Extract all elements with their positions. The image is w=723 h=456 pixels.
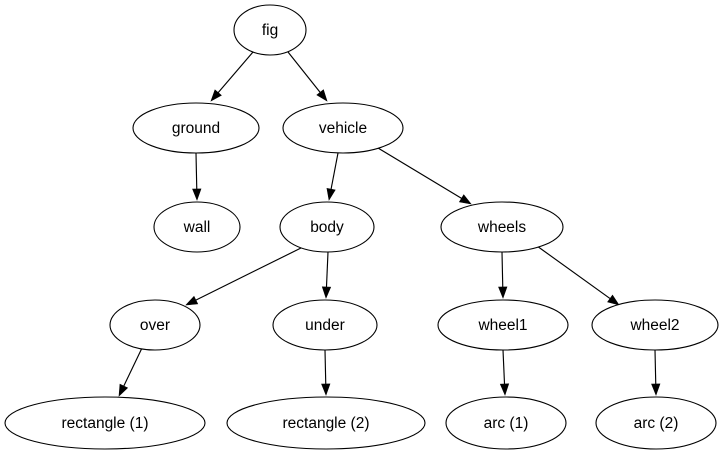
node-label: rectangle (1): [61, 415, 148, 432]
nodes-layer: fig ground vehicle wall body wheels over under w…: [4, 4, 719, 450]
edge-fig-to-vehicle: [287, 51, 328, 102]
edge-over-to-rectangle1: [118, 347, 143, 397]
node-ellipse[interactable]: [595, 396, 717, 450]
arrowhead-icon: [210, 89, 222, 102]
edge-under-to-rectangle2: [321, 349, 331, 396]
node-ellipse[interactable]: [279, 201, 375, 253]
node-label: over: [140, 317, 170, 334]
node-ellipse[interactable]: [4, 396, 206, 450]
edge-line: [536, 245, 611, 300]
arrowhead-icon: [321, 286, 332, 299]
edges-layer: [118, 51, 661, 397]
edge-vehicle-to-body: [326, 152, 339, 201]
graph-node-wheels[interactable]: wheels: [440, 201, 564, 253]
node-label: rectangle (2): [282, 415, 369, 432]
graph-node-rectangle2[interactable]: rectangle (2): [226, 396, 426, 450]
arrowhead-icon: [607, 294, 620, 306]
arrowhead-icon: [651, 383, 661, 396]
edge-line: [654, 349, 657, 385]
edge-vehicle-to-wheels: [377, 147, 472, 205]
node-ellipse[interactable]: [445, 396, 567, 450]
node-label: wheels: [477, 219, 526, 236]
arrowhead-icon: [321, 383, 331, 396]
graph-node-wheel2[interactable]: wheel2: [591, 299, 719, 351]
edge-line: [501, 251, 504, 288]
node-label: fig: [262, 22, 278, 39]
edge-line: [195, 246, 304, 301]
edge-line: [325, 251, 329, 288]
graph-node-wall[interactable]: wall: [153, 201, 241, 253]
edge-body-to-under: [321, 251, 332, 299]
node-label: arc (1): [484, 415, 529, 432]
node-label: wheel2: [629, 317, 679, 334]
graph-node-under[interactable]: under: [272, 299, 378, 351]
edge-line: [217, 51, 254, 94]
edge-line: [502, 349, 506, 385]
graph-node-vehicle[interactable]: vehicle: [282, 102, 404, 154]
edge-wheels-to-wheel1: [498, 251, 508, 299]
graph-node-body[interactable]: body: [279, 201, 375, 253]
edge-line: [330, 152, 339, 190]
edge-ground-to-wall: [192, 152, 202, 201]
node-ellipse[interactable]: [233, 4, 307, 56]
arrowhead-icon: [499, 383, 510, 396]
node-label: wall: [183, 219, 211, 236]
edge-wheel2-to-arc2: [651, 349, 661, 396]
edge-line: [324, 349, 327, 385]
node-ellipse[interactable]: [226, 396, 426, 450]
arrowhead-icon: [185, 295, 199, 306]
graph-node-arc1[interactable]: arc (1): [445, 396, 567, 450]
node-label: ground: [172, 120, 220, 137]
arrowhead-icon: [192, 188, 202, 201]
node-ellipse[interactable]: [591, 299, 719, 351]
node-label: under: [305, 317, 345, 334]
graph-node-rectangle1[interactable]: rectangle (1): [4, 396, 206, 450]
edge-wheel1-to-arc1: [499, 349, 510, 396]
node-label: arc (2): [634, 415, 679, 432]
node-ellipse[interactable]: [272, 299, 378, 351]
node-label: vehicle: [319, 120, 367, 137]
edge-line: [287, 51, 321, 93]
arrowhead-icon: [326, 188, 336, 201]
graph-node-over[interactable]: over: [109, 299, 201, 351]
node-label: body: [310, 219, 344, 236]
node-ellipse[interactable]: [282, 102, 404, 154]
edge-line: [123, 347, 143, 387]
graph-node-wheel1[interactable]: wheel1: [437, 299, 569, 351]
node-ellipse[interactable]: [132, 102, 260, 154]
edge-fig-to-ground: [210, 51, 254, 102]
arrowhead-icon: [118, 383, 129, 397]
edge-body-to-over: [185, 246, 304, 306]
edge-line: [377, 147, 462, 199]
graph-node-ground[interactable]: ground: [132, 102, 260, 154]
node-ellipse[interactable]: [153, 201, 241, 253]
arrowhead-icon: [498, 286, 508, 299]
arrowhead-icon: [458, 194, 472, 205]
edge-wheels-to-wheel2: [536, 245, 620, 306]
node-ellipse[interactable]: [440, 201, 564, 253]
graph-node-arc2[interactable]: arc (2): [595, 396, 717, 450]
arrowhead-icon: [316, 89, 328, 102]
node-ellipse[interactable]: [109, 299, 201, 351]
node-ellipse[interactable]: [437, 299, 569, 351]
edge-line: [195, 152, 198, 190]
graph-node-fig[interactable]: fig: [233, 4, 307, 56]
node-label: wheel1: [477, 317, 527, 334]
